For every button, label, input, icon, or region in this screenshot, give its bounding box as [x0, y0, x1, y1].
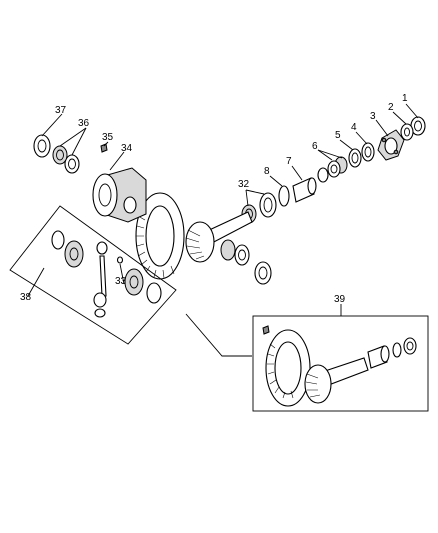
pinion-yoke-flange — [377, 129, 405, 161]
ring-gear — [135, 192, 185, 280]
callout-39: 39 — [334, 294, 346, 305]
callout-6: 6 — [312, 141, 318, 152]
shim-left — [33, 134, 51, 158]
differential-case — [92, 167, 147, 223]
callout-labels: 1 2 3 4 5 6 7 8 32 33 34 35 36 37 38 39 — [20, 93, 408, 305]
callout-5: 5 — [335, 130, 341, 141]
pinion-gear-lower — [93, 292, 107, 308]
callout-32: 32 — [238, 179, 250, 190]
callout-35: 35 — [102, 132, 114, 143]
rear-bearing-cup — [259, 192, 277, 218]
pinion-washer — [400, 123, 414, 141]
callout-36: 36 — [78, 118, 90, 129]
callout-8: 8 — [264, 166, 270, 177]
kit-washer — [392, 342, 402, 358]
side-gear-left — [64, 240, 84, 268]
pinion-gear-upper — [96, 241, 108, 255]
thrust-washer-right — [146, 282, 162, 304]
side-gear-right — [124, 268, 144, 296]
callout-37: 37 — [55, 105, 67, 116]
pinion-shaft — [99, 255, 107, 297]
differential-gear-set-box — [9, 205, 177, 345]
thrust-washer-lower — [94, 308, 106, 318]
kit-ring-gear — [265, 329, 311, 407]
ring-gear-bolt — [100, 143, 108, 153]
kit-bolt — [262, 325, 270, 335]
callout-4: 4 — [351, 122, 357, 133]
callout-7: 7 — [286, 156, 292, 167]
callout-1: 1 — [402, 93, 408, 104]
lock-pin — [116, 256, 124, 264]
front-bearing-cup — [348, 148, 362, 168]
leader-lines — [27, 103, 419, 316]
side-bearing-cup-right — [234, 244, 250, 266]
callout-34: 34 — [121, 143, 133, 154]
thrust-washer-left — [51, 230, 65, 250]
callout-38: 38 — [20, 292, 32, 303]
side-bearing-left — [52, 145, 68, 165]
ring-pinion-kit-box — [252, 315, 429, 412]
callout-3: 3 — [370, 111, 376, 122]
front-pinion-bearing — [327, 156, 348, 178]
shim-right — [254, 261, 272, 285]
kit-leader-line — [185, 313, 252, 357]
side-bearing-right — [220, 239, 236, 261]
pinion-shim — [278, 185, 290, 207]
pinion-bearing-race-small — [317, 167, 329, 183]
pinion-seal — [361, 142, 375, 162]
kit-nut — [403, 337, 417, 355]
callout-33: 33 — [115, 276, 127, 287]
kit-drive-pinion — [304, 357, 369, 404]
drive-pinion-gear — [185, 211, 253, 263]
callout-2: 2 — [388, 102, 394, 113]
collapsible-spacer — [292, 177, 317, 203]
kit-spacer — [367, 345, 390, 369]
